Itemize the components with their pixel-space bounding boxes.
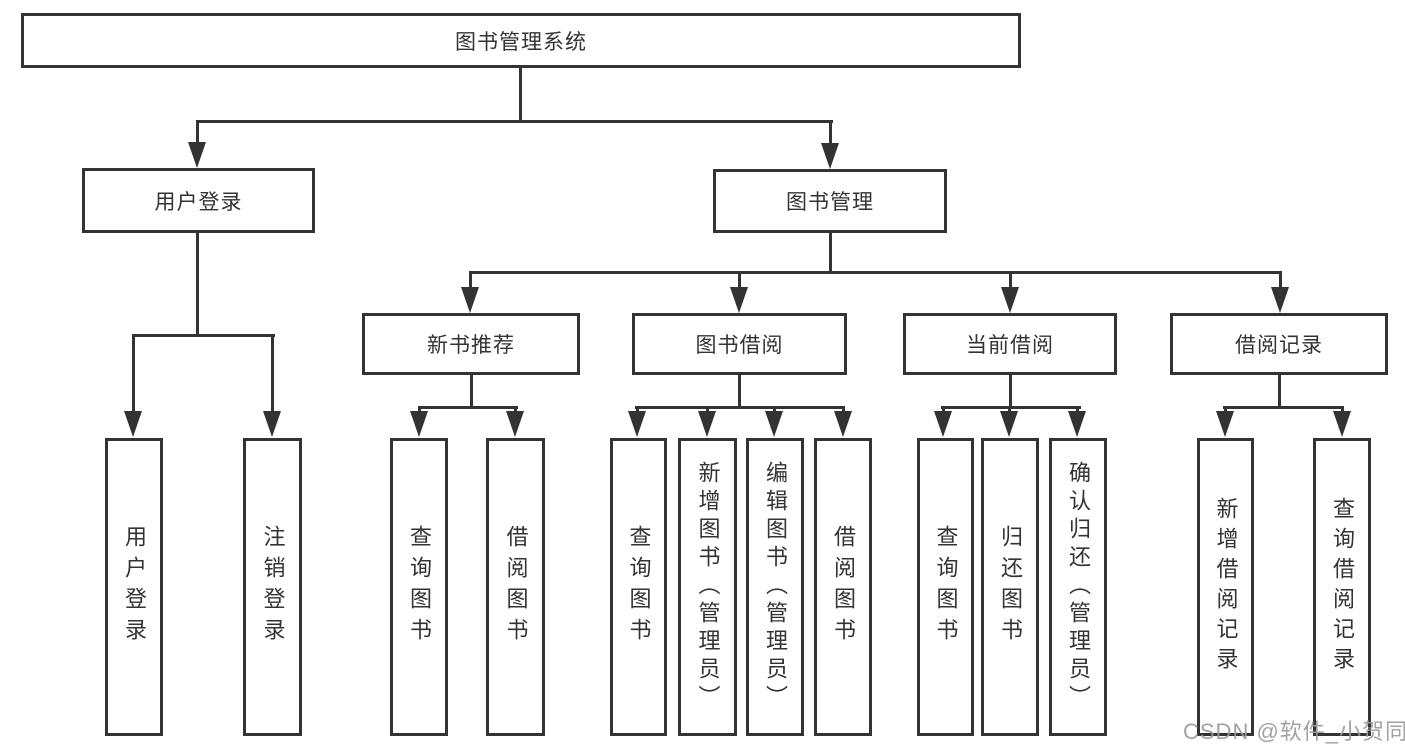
- leaf-borrow-add-book-admin: 新增图书（管理员）: [678, 438, 737, 736]
- arrowhead-down-icon: [765, 411, 783, 437]
- leaf-current-return-book: 归还图书: [981, 438, 1039, 736]
- leaf-user-login-label: 用户登录: [122, 525, 147, 649]
- connector: [196, 120, 199, 148]
- leaf-borrow-edit-book-admin-label: 编辑图书（管理员）: [763, 461, 788, 713]
- arrowhead-down-icon: [1001, 287, 1019, 313]
- arrowhead-down-icon: [461, 287, 479, 313]
- arrowhead-down-icon: [698, 411, 716, 437]
- arrowhead-down-icon: [124, 411, 142, 437]
- connector: [738, 375, 741, 409]
- leaf-new-borrow-book-label: 借阅图书: [503, 525, 529, 649]
- leaf-current-query-book: 查询图书: [917, 438, 974, 736]
- leaf-new-borrow-book: 借阅图书: [486, 438, 545, 736]
- arrowhead-down-icon: [188, 142, 206, 168]
- node-user-login: 用户登录: [82, 168, 315, 233]
- node-book-management: 图书管理: [713, 169, 947, 233]
- arrowhead-down-icon: [1271, 287, 1289, 313]
- node-book-management-label: 图书管理: [786, 191, 874, 214]
- arrowhead-down-icon: [834, 411, 852, 437]
- arrowhead-down-icon: [730, 287, 748, 313]
- leaf-records-query-record: 查询借阅记录: [1313, 438, 1371, 736]
- connector: [132, 334, 275, 337]
- connector: [196, 233, 199, 337]
- leaf-borrow-query-book: 查询图书: [610, 438, 667, 736]
- node-book-borrow-label: 图书借阅: [695, 334, 784, 357]
- leaf-new-query-book: 查询图书: [390, 438, 448, 736]
- csdn-watermark: CSDN @软件_小贺同学: [1183, 719, 1405, 744]
- arrowhead-down-icon: [821, 143, 839, 169]
- arrowhead-down-icon: [1333, 411, 1351, 437]
- node-book-borrow: 图书借阅: [632, 313, 847, 375]
- connector: [470, 375, 473, 409]
- arrowhead-down-icon: [1068, 411, 1086, 437]
- leaf-current-query-book-label: 查询图书: [933, 525, 959, 649]
- connector: [196, 120, 833, 123]
- arrowhead-down-icon: [628, 411, 646, 437]
- leaf-logout: 注销登录: [243, 438, 302, 736]
- node-root: 图书管理系统: [21, 13, 1021, 68]
- leaf-logout-label: 注销登录: [260, 525, 286, 649]
- connector: [469, 271, 472, 291]
- leaf-user-login: 用户登录: [105, 438, 163, 736]
- leaf-records-query-record-label: 查询借阅记录: [1330, 497, 1355, 677]
- connector: [738, 271, 741, 291]
- arrowhead-down-icon: [410, 411, 428, 437]
- node-current-borrow-label: 当前借阅: [966, 334, 1054, 357]
- leaf-current-confirm-return-admin: 确认归还（管理员）: [1049, 438, 1107, 736]
- arrowhead-down-icon: [263, 411, 281, 437]
- leaf-borrow-add-book-admin-label: 新增图书（管理员）: [695, 461, 721, 713]
- node-new-book-recommend-label: 新书推荐: [427, 334, 515, 357]
- leaf-borrow-edit-book-admin: 编辑图书（管理员）: [746, 438, 804, 736]
- connector: [1223, 406, 1344, 409]
- connector: [829, 233, 832, 274]
- connector: [519, 68, 522, 121]
- node-new-book-recommend: 新书推荐: [362, 313, 580, 375]
- leaf-records-add-record-label: 新增借阅记录: [1213, 497, 1239, 677]
- connector: [1009, 271, 1012, 291]
- connector: [132, 334, 135, 414]
- connector: [635, 406, 845, 409]
- node-root-label: 图书管理系统: [455, 30, 587, 54]
- connector: [469, 271, 1282, 274]
- connector: [271, 334, 274, 414]
- leaf-borrow-query-book-label: 查询图书: [626, 525, 652, 649]
- leaf-borrow-borrow-book: 借阅图书: [814, 438, 872, 736]
- arrowhead-down-icon: [1216, 411, 1234, 437]
- connector: [1278, 375, 1281, 409]
- connector: [1279, 271, 1282, 291]
- node-borrow-records: 借阅记录: [1170, 313, 1388, 375]
- node-borrow-records-label: 借阅记录: [1235, 334, 1323, 357]
- leaf-new-query-book-label: 查询图书: [407, 525, 432, 649]
- leaf-current-return-book-label: 归还图书: [998, 525, 1023, 649]
- leaf-borrow-borrow-book-label: 借阅图书: [831, 525, 856, 649]
- arrowhead-down-icon: [506, 411, 524, 437]
- leaf-records-add-record: 新增借阅记录: [1197, 438, 1254, 736]
- arrowhead-down-icon: [934, 411, 952, 437]
- connector: [941, 406, 1081, 409]
- connector: [829, 120, 832, 148]
- connector: [418, 406, 518, 409]
- leaf-current-confirm-return-admin-label: 确认归还（管理员）: [1066, 461, 1091, 713]
- node-current-borrow: 当前借阅: [903, 313, 1117, 375]
- connector: [1009, 375, 1012, 409]
- arrowhead-down-icon: [1000, 411, 1018, 437]
- node-user-login-label: 用户登录: [154, 190, 243, 214]
